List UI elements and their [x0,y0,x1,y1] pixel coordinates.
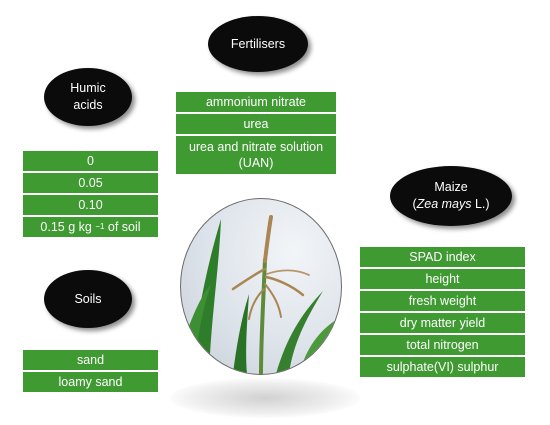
fertilisers-oval: Fertilisers [208,16,308,72]
humic-dose-010: 0.10 [23,195,158,215]
tassel-main [263,215,273,263]
maize-title: Maize [434,180,468,194]
humic-acids-list: 0 0.05 0.10 0.15 g kg −1 of soil [23,151,158,237]
trait-sulphate-sulphur: sulphate(VI) sulphur [360,357,525,377]
humic-dose-005: 0.05 [23,173,158,193]
trait-total-nitrogen: total nitrogen [360,335,525,355]
trait-dry-matter-yield: dry matter yield [360,313,525,333]
uan-line-1: urea and nitrate solution [188,140,324,154]
maize-author: L.) [471,197,490,211]
tassel-branch-1 [231,267,267,291]
leaf-center [233,294,249,374]
soil-item-loamy-sand: loamy sand [23,372,158,392]
maize-scientific-name: (Zea mays L.) [412,196,489,213]
tassel-branch-5 [266,269,310,276]
tassel-branch-4 [248,288,265,320]
tassel-branch-3 [264,283,282,318]
fertiliser-item-urea: urea [176,114,336,134]
soils-oval: Soils [44,270,132,328]
photo-shadow [170,378,360,418]
leaf-right-far [299,317,341,374]
tassel-branch-2 [264,275,305,297]
humic-title-line-2: acids [73,98,103,112]
soils-list: sand loamy sand [23,350,158,392]
maize-oval: Maize (Zea mays L.) [390,166,512,226]
trait-spad-index: SPAD index [360,247,525,267]
maize-species: Zea mays [416,197,472,211]
leaf-right [276,291,323,374]
fertiliser-item-uan: urea and nitrate solution (UAN) [176,136,336,174]
humic-title-line-1: Humic [70,81,106,95]
humic-dose-015: 0.15 g kg −1 of soil [23,217,158,237]
maize-open-paren: ( [412,197,417,211]
maize-traits-list: SPAD index height fresh weight dry matte… [360,247,525,377]
humic-dose-015-suffix: of soil [104,220,141,234]
humic-acids-oval: Humic acids [44,68,132,126]
soils-title: Soils [74,291,102,306]
maize-plant-illustration [181,215,341,374]
fertiliser-item-ammonium-nitrate: ammonium nitrate [176,92,336,112]
humic-dose-0: 0 [23,151,158,171]
fertilisers-title: Fertilisers [230,36,286,51]
soil-item-sand: sand [23,350,158,370]
plant-stem [259,258,267,374]
trait-height: height [360,269,525,289]
trait-fresh-weight: fresh weight [360,291,525,311]
fertilisers-list: ammonium nitrate urea urea and nitrate s… [176,92,336,174]
uan-line-2: (UAN) [238,156,274,170]
humic-dose-015-prefix: 0.15 g kg [40,220,96,234]
maize-photo [180,198,342,375]
